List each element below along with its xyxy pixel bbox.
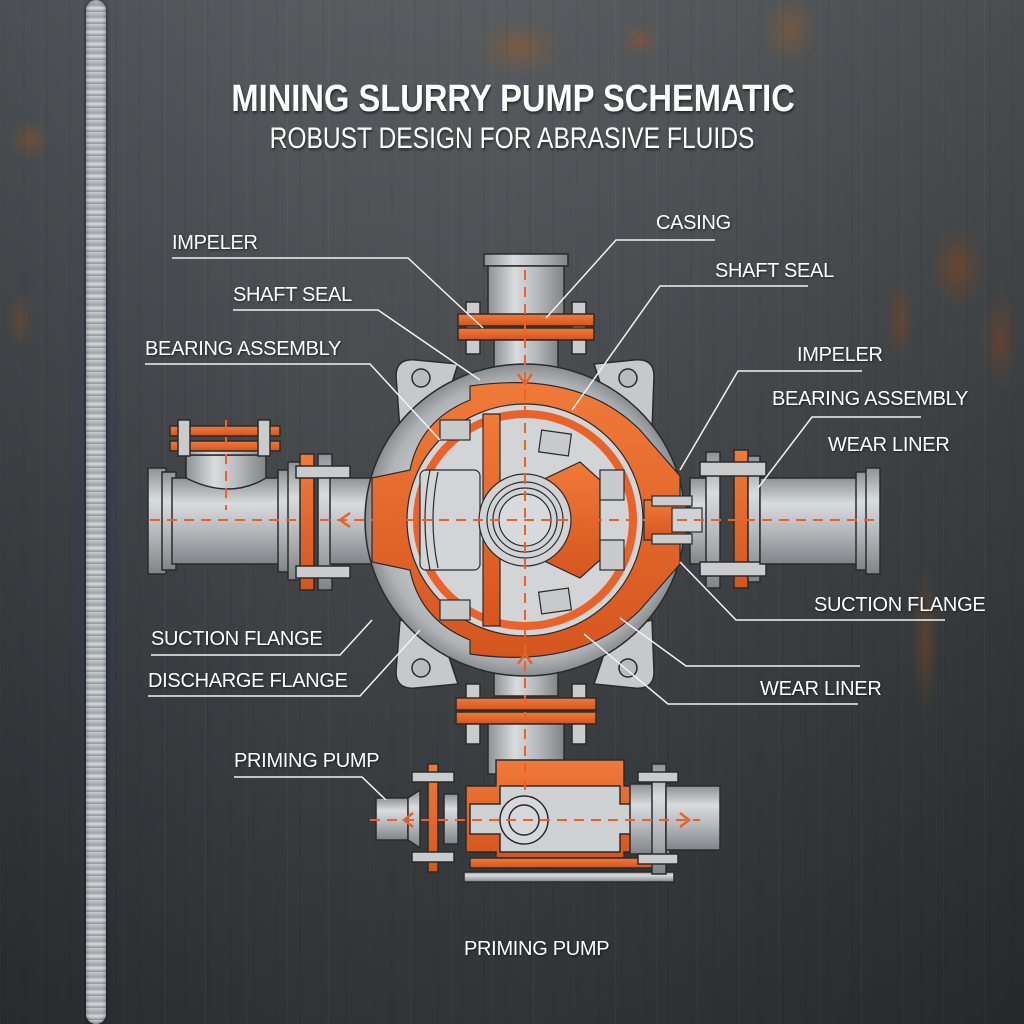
label-wear-liner-top: WEAR LINER xyxy=(828,434,950,456)
label-impeller-right: IMPELER xyxy=(797,344,883,366)
label-casing: CASING xyxy=(656,212,731,234)
page-title: MINING SLURRY PUMP SCHEMATIC xyxy=(231,78,795,120)
arrow-right-icon xyxy=(679,812,692,828)
leader-lines xyxy=(145,239,945,801)
arrow-up-icon xyxy=(516,651,534,665)
arrow-down-icon xyxy=(516,373,534,387)
label-priming-pump-left: PRIMING PUMP xyxy=(234,750,380,772)
weld-seam xyxy=(86,0,106,1024)
label-impeller-left: IMPELER xyxy=(172,232,258,254)
label-suction-flange-left: SUCTION FLANGE xyxy=(151,628,323,650)
page-subtitle: ROBUST DESIGN FOR ABRASIVE FLUIDS xyxy=(269,122,755,155)
flow-arrows xyxy=(337,373,692,828)
flow-centerlines xyxy=(150,270,880,821)
label-priming-pump-bottom: PRIMING PUMP xyxy=(464,938,610,960)
arrow-left-icon xyxy=(401,812,414,828)
label-suction-flange-right: SUCTION FLANGE xyxy=(814,594,986,616)
label-bearing-assembly-left: BEARING ASSEMBLY xyxy=(145,338,342,360)
label-shaft-seal-left: SHAFT SEAL xyxy=(233,284,352,306)
label-shaft-seal-right: SHAFT SEAL xyxy=(715,260,834,282)
arrow-left-icon xyxy=(337,511,351,529)
label-wear-liner-bottom: WEAR LINER xyxy=(760,678,882,700)
label-discharge-flange-left: DISCHARGE FLANGE xyxy=(148,670,348,692)
left-discharge-tee xyxy=(147,419,391,591)
label-bearing-assembly-right: BEARING ASSEMBLY xyxy=(772,388,969,410)
